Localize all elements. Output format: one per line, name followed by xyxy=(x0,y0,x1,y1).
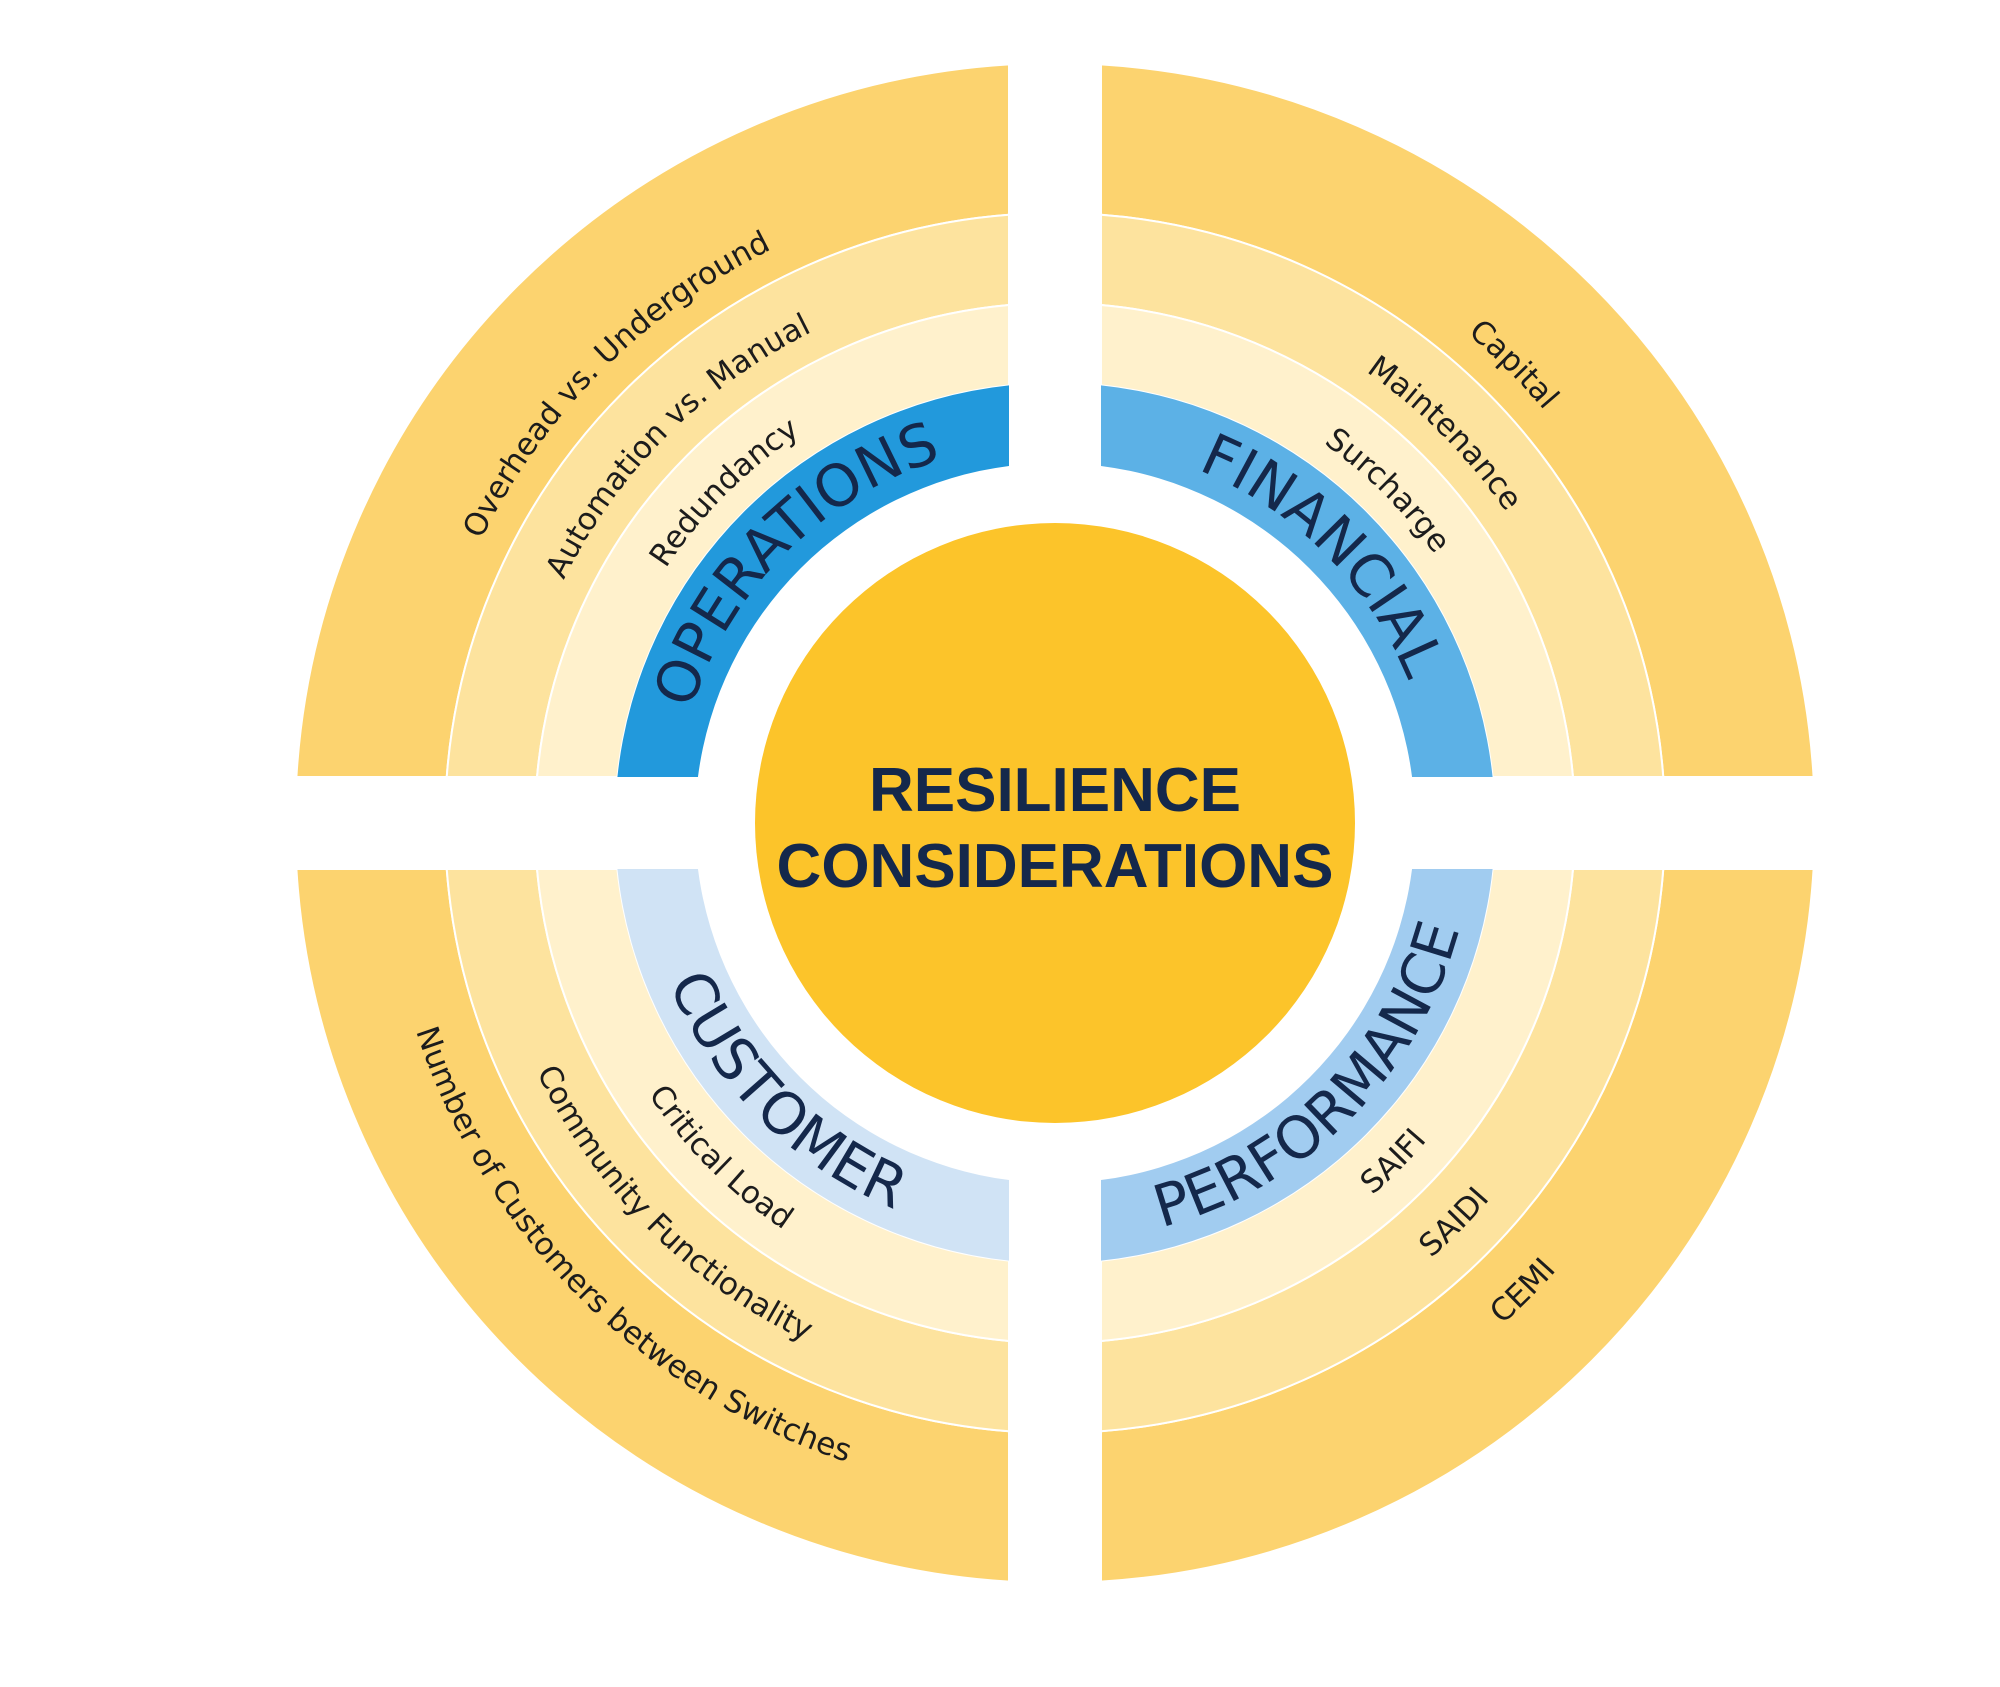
performance-category-band xyxy=(1101,869,1493,1261)
quadrant-operations: OPERATIONS Redundancy Automation vs. Man… xyxy=(295,63,1010,778)
center-circle xyxy=(755,523,1355,1123)
quadrant-customer: CUSTOMER Critical Load Community Functio… xyxy=(295,868,1010,1583)
financial-category-band xyxy=(1101,385,1493,777)
quadrant-financial: FINANCIAL Surcharge Maintenance Capital xyxy=(1100,63,1815,778)
center-title-line-1: RESILIENCE xyxy=(869,756,1241,825)
customer-category-band xyxy=(617,869,1009,1261)
operations-category-band xyxy=(617,385,1009,777)
quadrant-performance: PERFORMANCE SAIFI SAIDI CEMI xyxy=(1100,868,1815,1583)
center-title-line-2: CONSIDERATIONS xyxy=(777,832,1334,901)
